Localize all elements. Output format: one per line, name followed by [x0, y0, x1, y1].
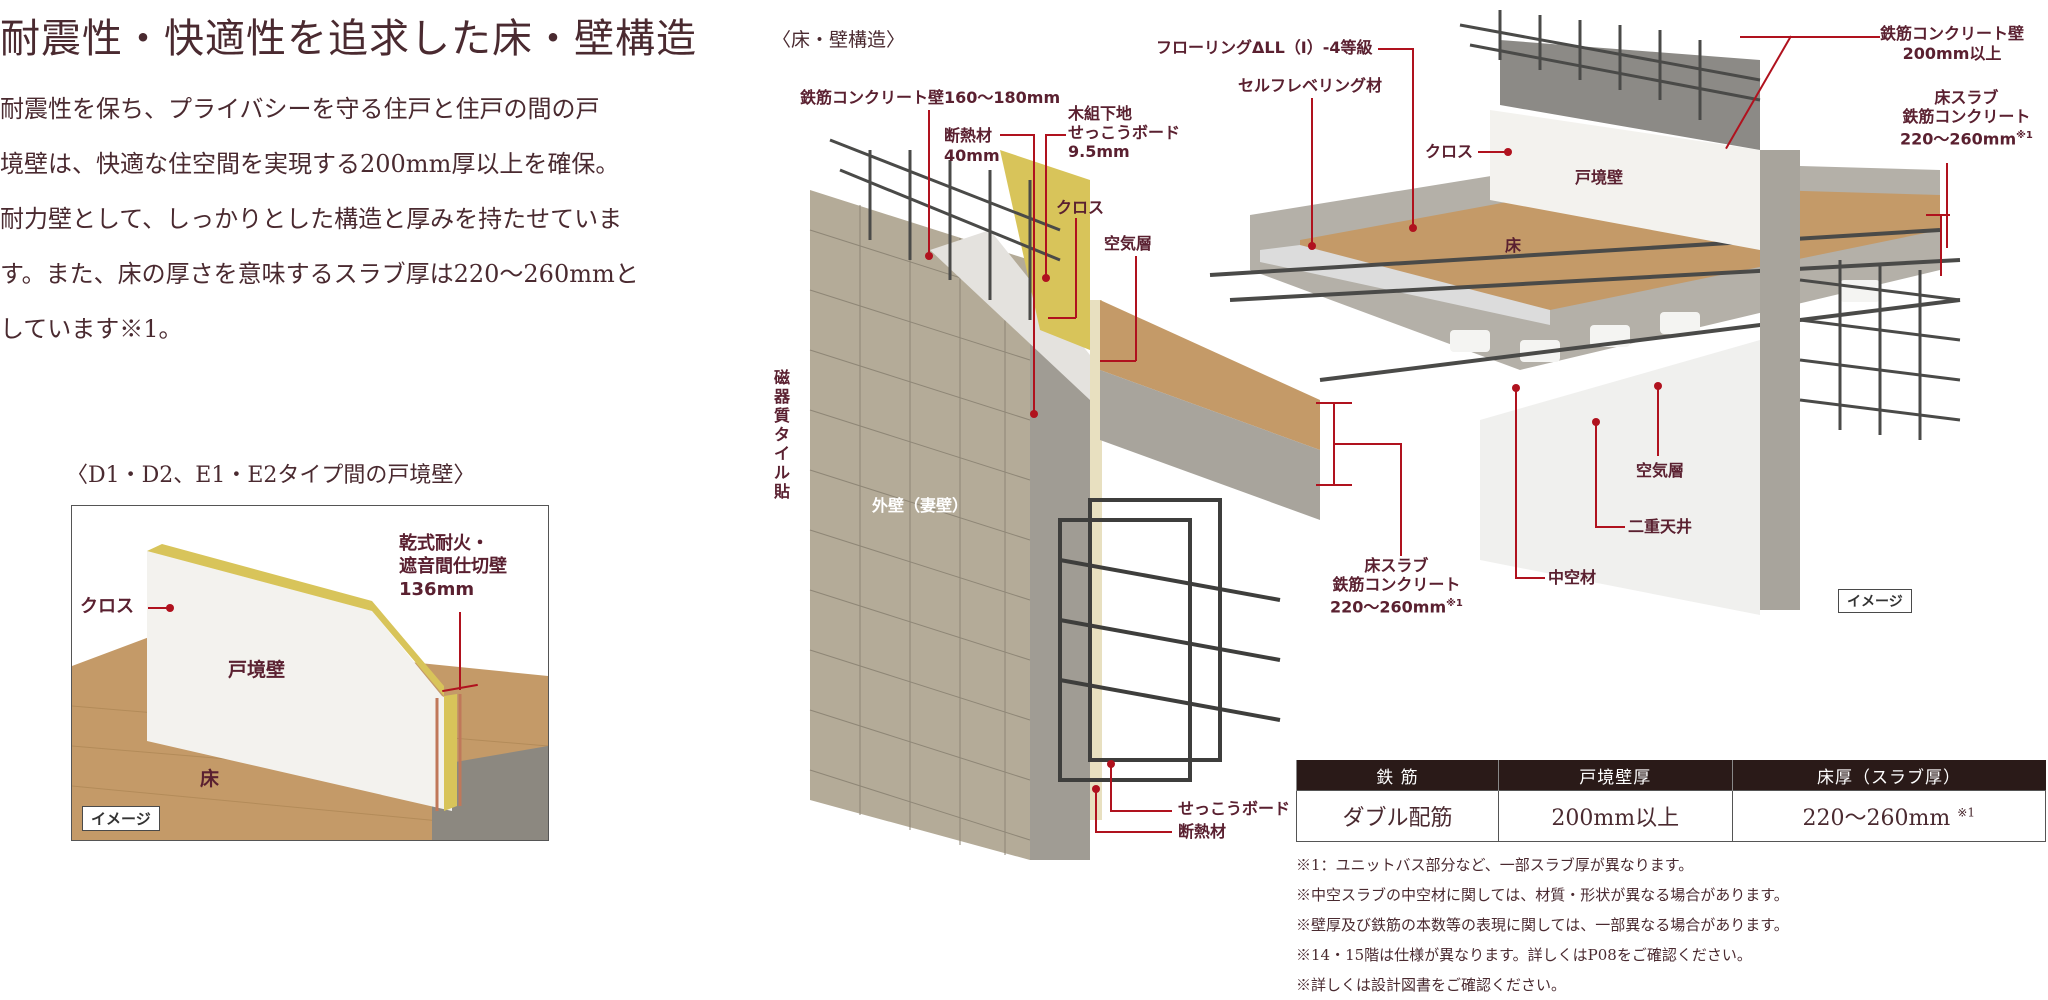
label-self-leveling: セルフレベリング材 [1238, 76, 1383, 95]
page-title: 耐震性・快適性を追求した床・壁構造 [0, 16, 697, 62]
footnote: ※1：ユニットバス部分など、一部スラブ厚が異なります。 [1296, 856, 1694, 874]
footnote: ※14・15階は仕様が異なります。詳しくはP08をご確認ください。 [1296, 946, 1752, 964]
exterior-tile-wall [810, 190, 1030, 860]
spec-table: 鉄 筋 戸境壁厚 床厚（スラブ厚） ダブル配筋 200mm以上 220〜260m… [1296, 760, 2047, 842]
left-slab-edge [1100, 370, 1320, 520]
spec-table-header-row: 鉄 筋 戸境壁厚 床厚（スラブ厚） [1296, 760, 2046, 791]
gypsum-layer [1090, 300, 1102, 820]
footnote: ※詳しくは設計図書をご確認ください。 [1296, 976, 1567, 994]
spec-header: 戸境壁厚 [1497, 760, 1733, 791]
right-wall-rebar [1459, 10, 1761, 120]
intro-paragraph: 耐震性を保ち、プライバシーを守る住戸と住戸の間の戸 境壁は、快適な住空間を実現す… [0, 82, 700, 357]
footnote: ※壁厚及び鉄筋の本数等の表現に関しては、一部異なる場合があります。 [1296, 916, 1789, 934]
spec-value: 220〜260mm ※1 [1731, 790, 2047, 842]
left-floor [1100, 300, 1320, 450]
label-rc-wall-right: 鉄筋コンクリート壁 200mm以上 [1880, 24, 2025, 63]
structure-illustration [809, 10, 1961, 860]
double-ceiling-panel [1480, 340, 1760, 615]
party-wall-right [1490, 110, 1760, 250]
tile-grid [809, 205, 1031, 855]
structure-caption: 〈床・壁構造〉 [772, 29, 906, 51]
left-wall-rebar [829, 138, 1061, 320]
label-insulation-bottom: 断熱材 [1178, 822, 1227, 841]
label-double-ceiling: 二重天井 [1628, 517, 1693, 536]
label-air-layer-right: 空気層 [1636, 461, 1685, 480]
label-rc-wall: 鉄筋コンクリート壁160〜180mm [800, 88, 1061, 107]
rc-wall-right [1760, 150, 1800, 610]
label-cloth-right: クロス [1425, 142, 1474, 161]
label-floor: 床 [200, 768, 220, 790]
slab-rebar [1209, 228, 1961, 382]
party-wall-illustration [71, 505, 549, 841]
intro-line: 境壁は、快適な住空間を実現する200mm厚以上を確保。 [0, 150, 620, 178]
label-hollow-material: 中空材 [1548, 568, 1597, 587]
spec-table-row: ダブル配筋 200mm以上 220〜260mm ※1 [1296, 790, 2047, 842]
label-exterior-wall: 外壁（妻壁） [872, 496, 969, 515]
column-rebar-cage [1058, 498, 1281, 782]
intro-line: 耐震性を保ち、プライバシーを守る住戸と住戸の間の戸 [0, 95, 600, 123]
right-rebar-grid [1799, 260, 1961, 440]
spec-header: 鉄 筋 [1296, 760, 1499, 791]
party-wall-insulation-side [444, 694, 457, 811]
intro-line: しています※1。 [0, 315, 183, 343]
label-cloth-left: クロス [1056, 198, 1105, 217]
label-tile: 磁器質タイル貼 [774, 368, 791, 501]
label-party-wall-right: 戸境壁 [1575, 168, 1624, 187]
label-party-wall: 戸境壁 [228, 659, 286, 681]
party-wall-caption: 〈D1・D2、E1・E2タイプ間の戸境壁〉 [66, 463, 476, 488]
wall-cut-section [930, 230, 1110, 400]
label-air-layer-left: 空気層 [1104, 234, 1153, 253]
label-gypsum-wood: 木組下地 せっこうボード 9.5mm [1068, 104, 1181, 161]
party-wall-insulation-top [147, 544, 444, 696]
label-slab-right: 床スラブ 鉄筋コンクリート 220〜260mm※1 [1900, 88, 2033, 149]
self-leveling-layer [1260, 245, 1550, 325]
label-slab-mid: 床スラブ 鉄筋コンクリート 220〜260mm※1 [1330, 556, 1463, 617]
party-wall-face [147, 551, 452, 811]
spec-value: 200mm以上 [1497, 790, 1733, 842]
label-cloth: クロス [80, 596, 134, 617]
label-insulation: 断熱材 40mm [944, 126, 1000, 165]
image-badge-structure: イメージ [1838, 589, 1912, 613]
footnotes: ※1：ユニットバス部分など、一部スラブ厚が異なります。 ※中空スラブの中空材に関… [1296, 850, 1789, 1000]
footnote: ※中空スラブの中空材に関しては、材質・形状が異なる場合があります。 [1296, 886, 1789, 904]
label-dry-wall: 乾式耐火・ 遮音間仕切壁 136mm [399, 533, 507, 600]
label-flooring: フローリングΔLL（Ⅰ）-4等級 [1156, 38, 1373, 57]
spec-header: 床厚（スラブ厚） [1731, 760, 2046, 791]
label-floor-right: 床 [1505, 236, 1522, 255]
intro-line: す。また、床の厚さを意味するスラブ厚は220〜260mmと [0, 260, 639, 288]
image-badge: イメージ [82, 806, 160, 831]
spec-value: ダブル配筋 [1296, 790, 1499, 842]
label-gypsum-board: せっこうボード [1178, 799, 1291, 818]
intro-line: 耐力壁として、しっかりとした構造と厚みを持たせていま [0, 205, 623, 233]
party-wall-drawing [72, 544, 548, 840]
